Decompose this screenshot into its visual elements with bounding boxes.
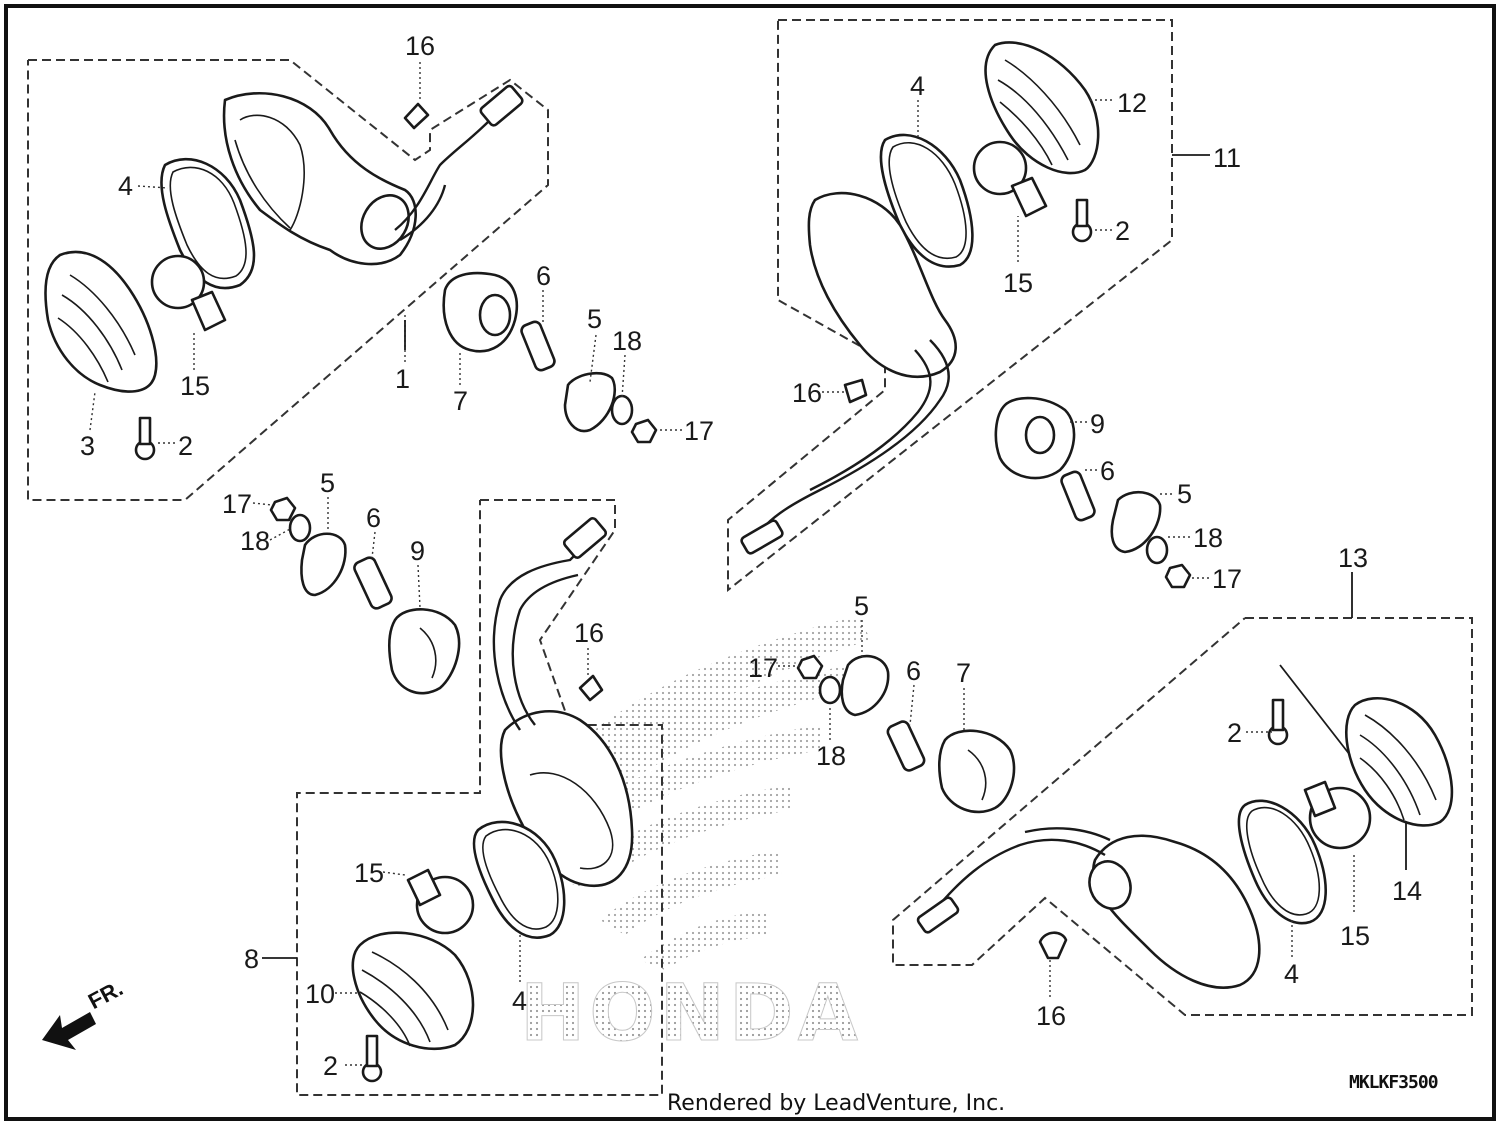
plate-5e [840, 654, 890, 717]
housing-11 [807, 191, 957, 378]
gasket-4f [1237, 799, 1327, 925]
callout-b17: 17 [222, 489, 252, 519]
callout-labels: 16 4 3 15 1 7 6 5 18 17 2 17 18 5 6 9 16… [80, 31, 1422, 1081]
group-rear-right-winker [727, 19, 1192, 593]
callout-a4: 4 [118, 171, 133, 201]
lens-3 [44, 250, 158, 393]
callout-a15: 15 [180, 371, 210, 401]
callout-f2: 2 [1227, 718, 1242, 748]
gasket-4d [879, 133, 974, 268]
gasket-4c [472, 820, 566, 939]
callout-f13: 13 [1338, 543, 1368, 573]
callout-f14: 14 [1392, 876, 1422, 906]
group-mount-hardware-center [796, 654, 1016, 814]
honda-wing-watermark [540, 615, 870, 970]
callout-d18: 18 [1193, 523, 1223, 553]
lens-12 [984, 41, 1100, 175]
group-mount-hardware-left [269, 496, 461, 695]
callout-a7: 7 [453, 386, 468, 416]
callout-c4: 4 [512, 986, 527, 1016]
callout-c15: 15 [354, 858, 384, 888]
callout-b6: 6 [366, 503, 381, 533]
diagram-frame [4, 4, 1496, 1121]
lens-10 [351, 931, 475, 1051]
callout-d11: 11 [1213, 143, 1241, 173]
callout-c10: 10 [305, 979, 335, 1009]
callout-c2: 2 [323, 1051, 338, 1081]
group-front-right-winker [892, 617, 1473, 1016]
callout-a3: 3 [80, 431, 95, 461]
mount-9b [388, 608, 461, 695]
callout-a17: 17 [684, 416, 714, 446]
callout-f16: 16 [1036, 1001, 1066, 1031]
callout-b18: 18 [240, 526, 270, 556]
callout-d17: 17 [1212, 564, 1242, 594]
group-rear-left-winker [296, 499, 663, 1096]
plate-5b [300, 532, 347, 597]
callout-b9: 9 [410, 536, 425, 566]
callout-f4: 4 [1284, 959, 1299, 989]
callout-e17: 17 [748, 653, 778, 683]
diagram-code: MKLKF3500 [1349, 1072, 1439, 1093]
group-front-left-winker [27, 59, 658, 501]
callout-a18: 18 [612, 326, 642, 356]
housing-13 [1092, 834, 1261, 989]
callout-e6: 6 [906, 656, 921, 686]
lens-14 [1344, 697, 1454, 827]
plate-5d [1110, 491, 1162, 554]
callout-e7: 7 [956, 658, 971, 688]
bulb-15d [972, 140, 1028, 196]
callout-a16: 16 [405, 31, 435, 61]
callout-d6: 6 [1100, 456, 1115, 486]
bulb-15a [150, 254, 206, 310]
callout-d5: 5 [1177, 479, 1192, 509]
mount-7e [938, 729, 1016, 814]
callout-f15: 15 [1340, 921, 1370, 951]
callout-d2: 2 [1115, 216, 1130, 246]
leader-lines [89, 62, 1407, 1066]
watermark-text: HONDA [520, 969, 862, 1059]
callout-c16: 16 [574, 618, 604, 648]
callout-b5: 5 [320, 468, 335, 498]
callout-d4: 4 [910, 71, 925, 101]
callout-a6: 6 [536, 261, 551, 291]
callout-d12: 12 [1117, 88, 1147, 118]
callout-e18: 18 [816, 741, 846, 771]
callout-d9: 9 [1090, 409, 1105, 439]
callout-a5: 5 [587, 304, 602, 334]
callout-e5: 5 [854, 591, 869, 621]
front-direction-arrow-icon [42, 1012, 96, 1050]
callout-a1: 1 [395, 364, 410, 394]
plate-5a [563, 371, 617, 433]
callout-d16: 16 [792, 378, 822, 408]
callout-c8: 8 [244, 944, 259, 974]
callout-a2: 2 [178, 431, 193, 461]
footer-credit: Rendered by LeadVenture, Inc. [667, 1091, 1006, 1116]
callout-d15: 15 [1003, 268, 1033, 298]
